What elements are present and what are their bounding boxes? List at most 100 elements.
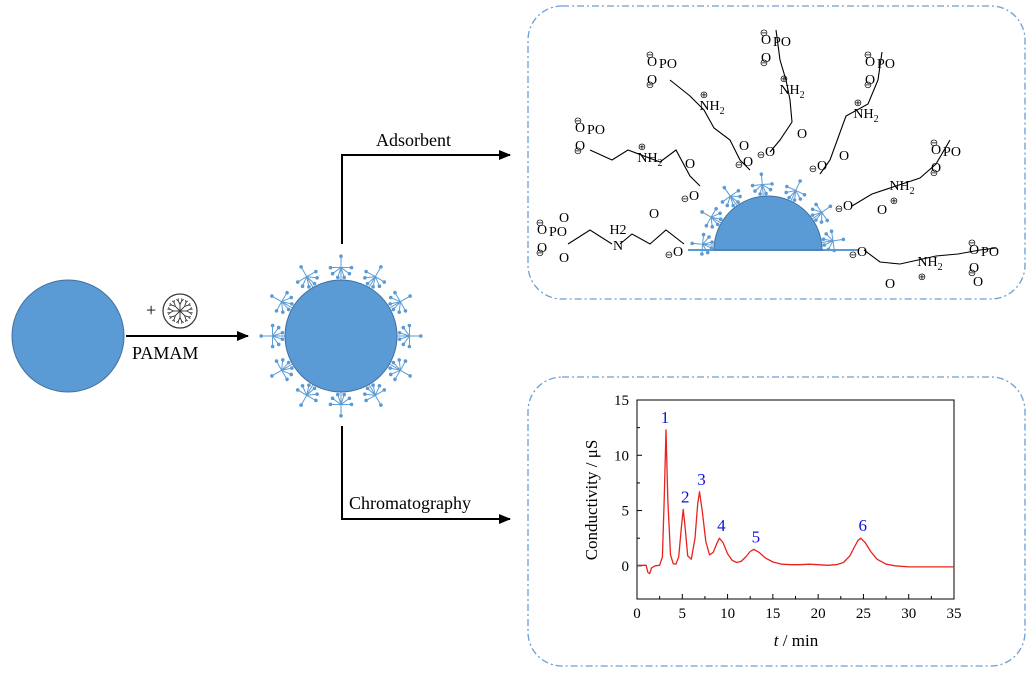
amine-group: NH2 bbox=[853, 107, 878, 125]
peak-label-5: 5 bbox=[752, 527, 761, 546]
x-axis-var: t bbox=[774, 631, 780, 650]
dendrimer-star bbox=[259, 323, 285, 349]
chem-label: O bbox=[559, 211, 569, 226]
negative-charge: ⊖ bbox=[574, 116, 582, 127]
positive-charge: ⊕ bbox=[638, 142, 646, 153]
x-axis-label: t / min bbox=[774, 631, 819, 650]
x-tick-label: 5 bbox=[679, 606, 687, 622]
chem-label: O bbox=[575, 139, 585, 154]
carbonyl-oxygen: O bbox=[743, 155, 753, 170]
phosphonate-group: PO bbox=[943, 145, 961, 160]
chem-label: O bbox=[537, 241, 547, 256]
negative-charge: ⊖ bbox=[665, 250, 673, 261]
chem-label: O bbox=[575, 121, 585, 136]
negative-charge: ⊖ bbox=[835, 204, 843, 215]
chem-label: O bbox=[797, 127, 807, 142]
dendrimer-star bbox=[295, 383, 319, 407]
bare-particle bbox=[11, 279, 125, 393]
adsorbent-structure: PO⊖⊖OOOOH2NOO⊖PO⊖⊖OONH2⊕OO⊖PO⊖⊖OONH2⊕OO⊖… bbox=[536, 28, 999, 292]
y-tick-label: 5 bbox=[622, 504, 630, 520]
positive-charge: ⊕ bbox=[918, 272, 926, 283]
chem-label: O bbox=[973, 275, 983, 290]
negative-charge: ⊖ bbox=[536, 248, 544, 259]
amine-group: NH2 bbox=[889, 179, 914, 197]
chem-label: O bbox=[885, 277, 895, 292]
amine-group: NH2 bbox=[917, 255, 942, 273]
chem-label: O bbox=[969, 261, 979, 276]
x-tick-label: 0 bbox=[633, 606, 641, 622]
y-tick-label: 0 bbox=[622, 559, 630, 575]
negative-charge: ⊖ bbox=[930, 138, 938, 149]
negative-charge: ⊖ bbox=[809, 164, 817, 175]
phosphonate-group: PO bbox=[549, 225, 567, 240]
amine-group: NH2 bbox=[637, 151, 662, 169]
x-tick-label: 10 bbox=[720, 606, 735, 622]
branch-line-top bbox=[341, 150, 511, 244]
dendrimer-star bbox=[388, 358, 412, 382]
chem-label: O bbox=[647, 73, 657, 88]
dendrimer-star bbox=[328, 254, 354, 280]
chem-label: O bbox=[559, 251, 569, 266]
phosphonate-group: PO bbox=[981, 245, 999, 260]
y-axis-label: Conductivity / μS bbox=[582, 440, 601, 561]
amine-group: NH2 bbox=[699, 99, 724, 117]
carbonyl-oxygen: O bbox=[765, 145, 775, 160]
peak-label-3: 3 bbox=[697, 470, 706, 489]
negative-charge: ⊖ bbox=[646, 50, 654, 61]
amine-group: NH2 bbox=[779, 83, 804, 101]
x-tick-label: 15 bbox=[765, 606, 780, 622]
carbonyl-oxygen: O bbox=[689, 189, 699, 204]
dendrimer-star bbox=[821, 229, 846, 253]
adsorbent-label: Adsorbent bbox=[376, 130, 451, 150]
plus-sign: + bbox=[146, 300, 156, 320]
dendrimer-star bbox=[328, 392, 354, 418]
dendrimer-star bbox=[270, 358, 294, 382]
phosphonate-group: PO bbox=[877, 57, 895, 72]
dendrimer-star bbox=[700, 207, 723, 229]
chem-label: O bbox=[877, 203, 887, 218]
chromatography-panel bbox=[527, 376, 1026, 667]
positive-charge: ⊕ bbox=[700, 90, 708, 101]
carbonyl-oxygen: O bbox=[673, 245, 683, 260]
phosphonate-group: PO bbox=[659, 57, 677, 72]
chem-label: O bbox=[865, 73, 875, 88]
negative-charge: ⊖ bbox=[757, 150, 765, 161]
chem-label: O bbox=[969, 243, 979, 258]
peak-label-6: 6 bbox=[858, 516, 867, 535]
chem-label: O bbox=[761, 33, 771, 48]
functionalized-particle bbox=[259, 254, 423, 418]
negative-charge: ⊖ bbox=[968, 238, 976, 249]
chem-label: O bbox=[739, 139, 749, 154]
negative-charge: ⊖ bbox=[864, 80, 872, 91]
dendrimer-star bbox=[397, 323, 423, 349]
carbonyl-oxygen: O bbox=[817, 159, 827, 174]
positive-charge: ⊕ bbox=[780, 74, 788, 85]
adsorbent-panel bbox=[527, 5, 1026, 300]
phosphonate-group: PO bbox=[587, 123, 605, 138]
chem-label: O bbox=[865, 55, 875, 70]
chem-label: O bbox=[839, 149, 849, 164]
x-axis-unit: / min bbox=[779, 631, 819, 650]
dendrimer-star bbox=[810, 202, 833, 224]
carbonyl-oxygen: O bbox=[857, 245, 867, 260]
chem-label: O bbox=[761, 51, 771, 66]
negative-charge: ⊖ bbox=[760, 28, 768, 39]
pamam-label: PAMAM bbox=[132, 343, 198, 363]
chromatography-label: Chromatography bbox=[349, 493, 471, 513]
y-tick-label: 15 bbox=[614, 393, 629, 409]
dendrimer-star bbox=[270, 290, 294, 314]
dendrimer-star bbox=[388, 290, 412, 314]
positive-charge: ⊕ bbox=[890, 196, 898, 207]
dendrimer-star bbox=[295, 265, 319, 289]
negative-charge: ⊖ bbox=[760, 58, 768, 69]
x-tick-label: 25 bbox=[856, 606, 871, 622]
chem-label: N bbox=[613, 239, 623, 254]
amine-group: H2 bbox=[609, 223, 626, 238]
negative-charge: ⊖ bbox=[968, 268, 976, 279]
dendrimer-star bbox=[750, 172, 774, 197]
branch-line-bottom bbox=[341, 426, 511, 524]
peak-label-4: 4 bbox=[717, 516, 726, 535]
dendrimer-star bbox=[690, 232, 715, 256]
